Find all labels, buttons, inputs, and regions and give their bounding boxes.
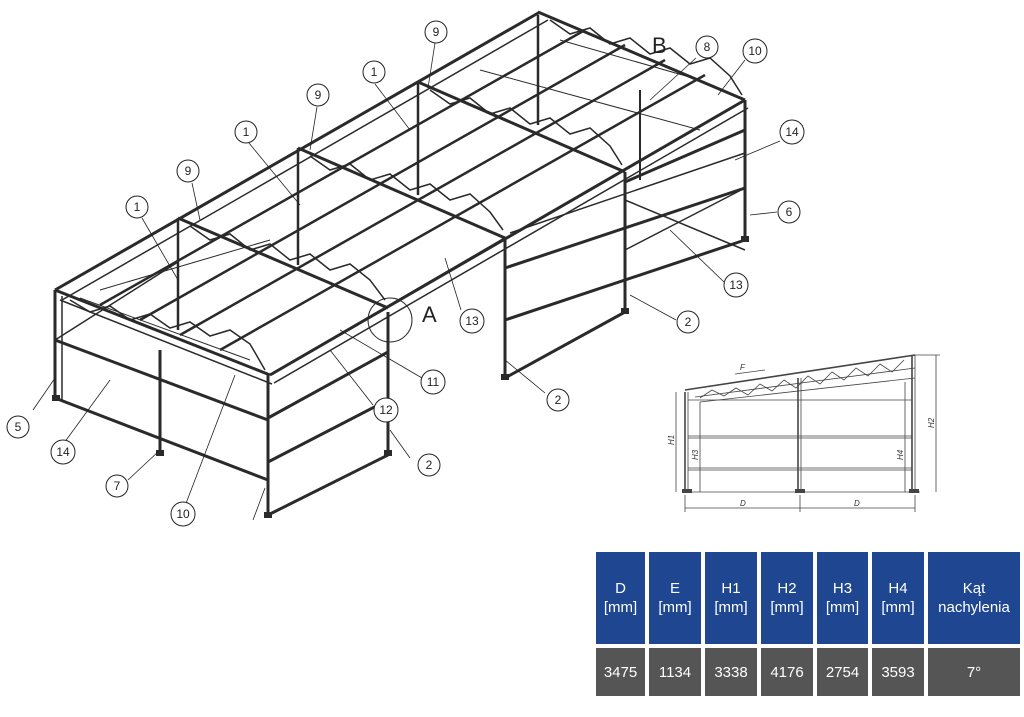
callout-2: 2 xyxy=(546,388,570,412)
svg-text:2: 2 xyxy=(426,458,433,472)
dim-label-d-left: D xyxy=(740,499,746,508)
callout-1: 1 xyxy=(362,60,386,84)
table-header-row: D[mm] E[mm] H1[mm] H2[mm] H3[mm] H4[mm] … xyxy=(596,552,1020,644)
svg-text:9: 9 xyxy=(315,88,322,102)
callout-7: 7 xyxy=(105,474,129,498)
callout-9: 9 xyxy=(176,159,200,183)
callout-10: 10 xyxy=(742,38,768,64)
callout-2: 2 xyxy=(676,310,700,334)
callout-13: 13 xyxy=(723,272,749,298)
svg-text:7: 7 xyxy=(114,479,121,493)
callout-14: 14 xyxy=(779,119,805,145)
svg-text:2: 2 xyxy=(685,315,692,329)
callout-12: 12 xyxy=(373,397,399,423)
callout-5: 5 xyxy=(6,415,30,439)
callout-13: 13 xyxy=(459,308,485,334)
svg-text:14: 14 xyxy=(785,125,799,139)
svg-text:1: 1 xyxy=(243,125,250,139)
header-e: E[mm] xyxy=(649,552,701,644)
svg-text:12: 12 xyxy=(379,403,393,417)
svg-text:13: 13 xyxy=(465,314,479,328)
dim-label-h1: H1 xyxy=(667,435,676,445)
svg-text:11: 11 xyxy=(427,375,440,389)
detail-label-a: A xyxy=(422,302,437,327)
callout-11: 11 xyxy=(420,369,446,395)
value-d: 3475 xyxy=(596,648,645,696)
dim-label-h3: H3 xyxy=(691,449,700,460)
callout-9: 9 xyxy=(306,83,330,107)
svg-text:1: 1 xyxy=(134,200,141,214)
steel-frame xyxy=(52,10,749,518)
svg-text:9: 9 xyxy=(433,25,440,39)
dim-label-f: F xyxy=(740,363,746,372)
callout-8: 8 xyxy=(695,35,719,59)
svg-text:10: 10 xyxy=(176,507,190,521)
header-d: D[mm] xyxy=(596,552,645,644)
dimension-table: D[mm] E[mm] H1[mm] H2[mm] H3[mm] H4[mm] … xyxy=(592,548,1024,700)
callout-6: 6 xyxy=(777,200,801,224)
table-value-row: 3475 1134 3338 4176 2754 3593 7° xyxy=(596,648,1020,696)
callouts: 9 9 9 1 1 1 8 10 10 14 14 6 13 13 2 2 2 … xyxy=(6,20,805,527)
svg-text:14: 14 xyxy=(56,445,70,459)
side-elevation xyxy=(675,354,940,512)
header-h3: H3[mm] xyxy=(817,552,868,644)
svg-text:8: 8 xyxy=(704,40,711,54)
value-h4: 3593 xyxy=(872,648,924,696)
callout-10: 10 xyxy=(170,501,196,527)
svg-text:10: 10 xyxy=(748,44,762,58)
svg-text:5: 5 xyxy=(15,420,22,434)
header-h1: H1[mm] xyxy=(705,552,757,644)
callout-9: 9 xyxy=(424,20,448,44)
value-h2: 4176 xyxy=(761,648,813,696)
dim-label-h4: H4 xyxy=(896,449,905,460)
value-h1: 3338 xyxy=(705,648,757,696)
value-slope: 7° xyxy=(928,648,1020,696)
dim-label-h2: H2 xyxy=(927,417,936,428)
leader-lines xyxy=(32,42,781,521)
svg-text:6: 6 xyxy=(786,205,793,219)
header-h2: H2[mm] xyxy=(761,552,813,644)
value-h3: 2754 xyxy=(817,648,868,696)
svg-text:9: 9 xyxy=(185,164,192,178)
callout-1: 1 xyxy=(234,120,258,144)
header-h4: H4[mm] xyxy=(872,552,924,644)
svg-text:13: 13 xyxy=(729,278,743,292)
svg-text:1: 1 xyxy=(371,65,378,79)
value-e: 1134 xyxy=(649,648,701,696)
callout-2: 2 xyxy=(417,453,441,477)
callout-14: 14 xyxy=(50,439,76,465)
detail-label-b: B xyxy=(652,33,667,58)
dim-label-d-right: D xyxy=(854,499,860,508)
callout-1: 1 xyxy=(125,195,149,219)
svg-text:2: 2 xyxy=(555,393,562,407)
